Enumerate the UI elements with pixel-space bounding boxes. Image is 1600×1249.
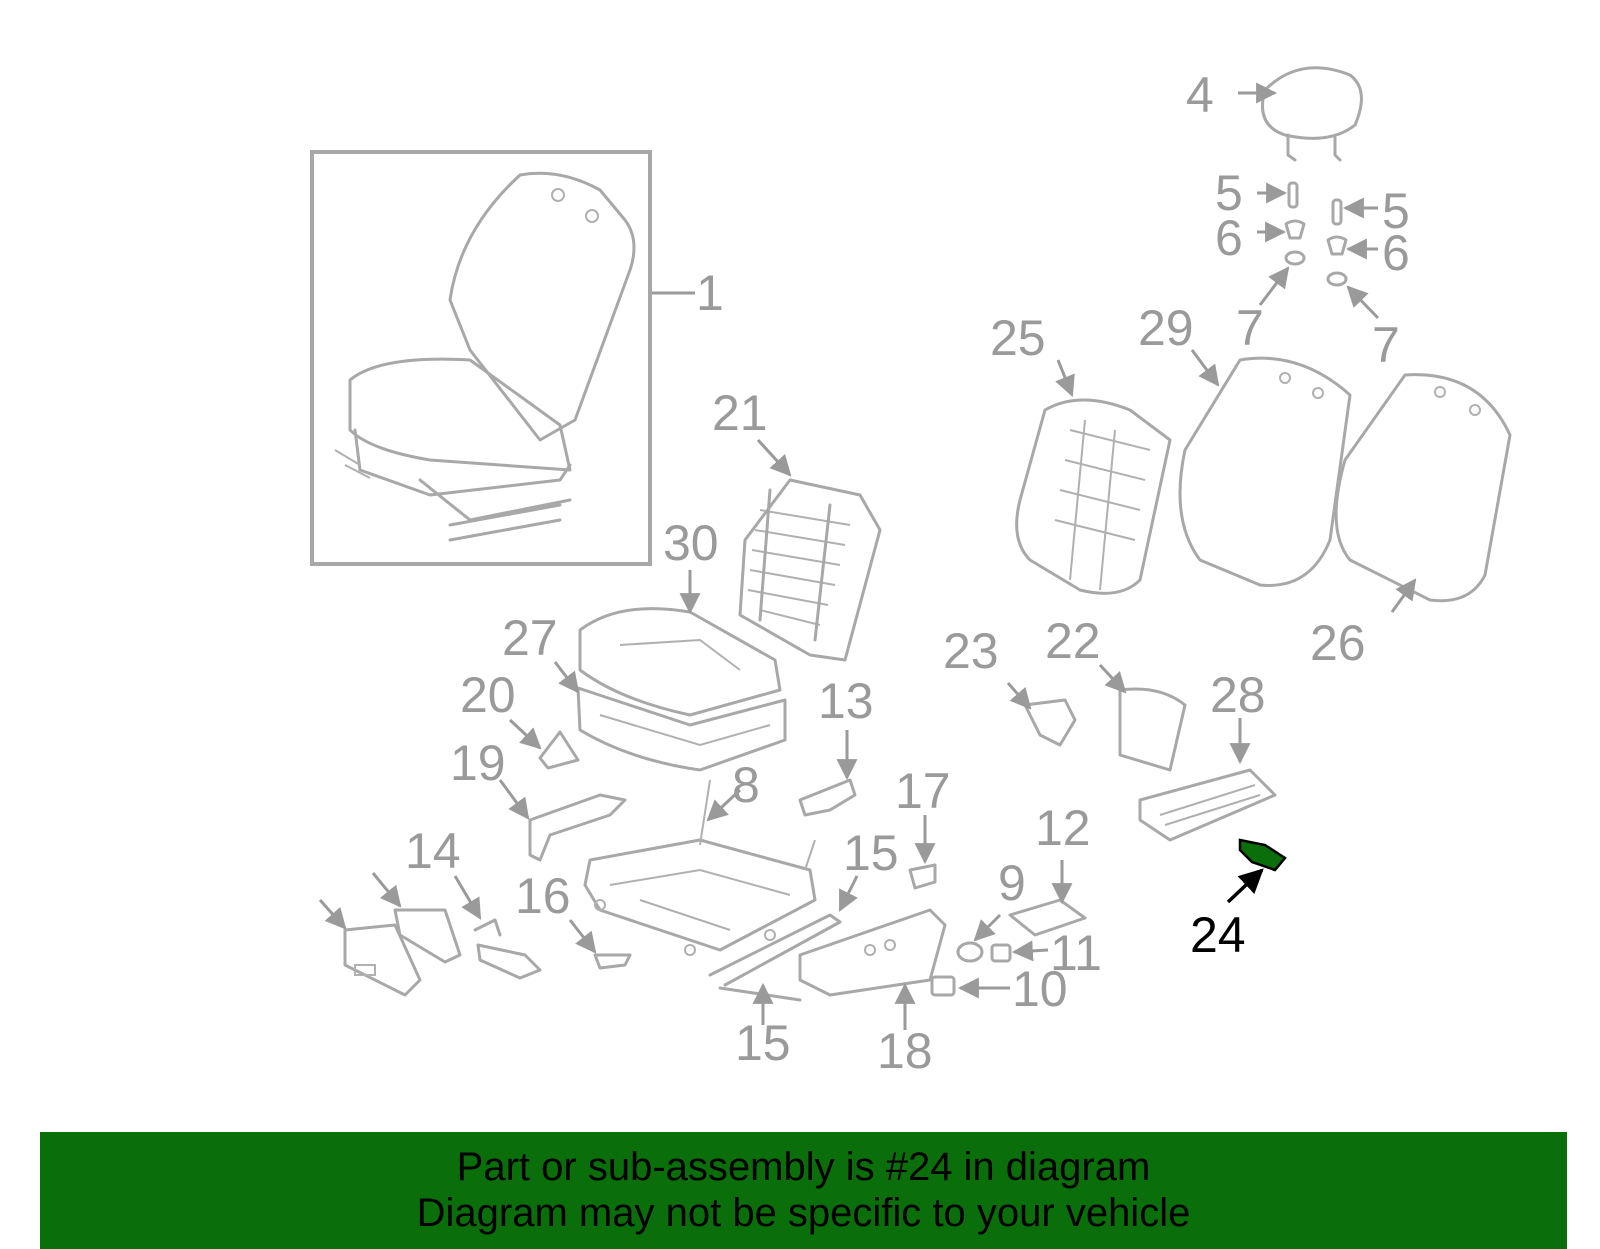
callout-30: 30 (663, 515, 719, 571)
callout-19: 19 (450, 735, 506, 791)
callout-5-left: 5 (1215, 165, 1243, 221)
callout-7-left: 7 (1236, 300, 1264, 356)
part-4-headrest[interactable] (1261, 66, 1363, 162)
callout-28: 28 (1210, 667, 1266, 723)
part-26-back-cover[interactable] (1334, 373, 1512, 603)
part-6-bushing[interactable] (1284, 219, 1348, 256)
part-5-guide[interactable] (1287, 181, 1343, 226)
callout-1: 1 (696, 265, 724, 321)
callout-9: 9 (998, 855, 1026, 911)
callout-15-upper: 15 (843, 825, 899, 881)
part-16-link[interactable] (593, 953, 632, 970)
part-9-knob[interactable] (956, 941, 984, 963)
part-22-pocket[interactable] (1118, 687, 1187, 772)
part-12-pad[interactable] (1008, 898, 1087, 937)
part-8-seat-frame[interactable] (583, 779, 817, 956)
callout-7-right: 7 (1372, 317, 1400, 373)
part-3-knob-cover[interactable] (393, 908, 462, 964)
part-10-knob[interactable] (930, 975, 956, 997)
callout-10: 10 (1012, 961, 1068, 1017)
part-24-highlighted[interactable] (1238, 838, 1287, 872)
callout-6-right: 6 (1382, 225, 1410, 281)
callout-8: 8 (732, 757, 760, 813)
callout-11: 11 (1050, 925, 1102, 981)
part-17-clip[interactable] (908, 863, 937, 890)
banner-line-disclaimer: Diagram may not be specific to your vehi… (416, 1191, 1191, 1235)
callout-26: 26 (1310, 615, 1366, 671)
callout-16: 16 (515, 868, 571, 924)
callout-25: 25 (990, 310, 1046, 366)
callout-23: 23 (943, 623, 999, 679)
info-banner: Part or sub-assembly is #24 in diagram D… (40, 1132, 1567, 1249)
part-23-bracket[interactable] (1023, 698, 1077, 747)
callout-13: 13 (818, 673, 874, 729)
callout-6-left: 6 (1215, 210, 1243, 266)
banner-line-part: Part or sub-assembly is #24 in diagram (456, 1145, 1151, 1189)
part-21-back-frame[interactable] (738, 478, 882, 662)
part-11-knob[interactable] (990, 943, 1012, 963)
callout-5-right: 5 (1382, 183, 1410, 239)
callout-27: 27 (502, 610, 558, 666)
callout-14: 14 (405, 823, 461, 879)
callout-4: 4 (1186, 67, 1214, 123)
part-7-washer[interactable] (1284, 250, 1348, 287)
part-20-cover[interactable] (538, 730, 580, 770)
callout-17: 17 (895, 763, 951, 819)
callout-12: 12 (1035, 800, 1091, 856)
callout-24-highlighted: 24 (1190, 907, 1246, 963)
part-27-cushion-pad[interactable] (576, 686, 787, 772)
callout-labels: 1 4 5 5 6 6 7 7 8 9 10 11 12 13 14 15 15… (405, 67, 1410, 1079)
leader-lines (318, 82, 1417, 1030)
callout-20: 20 (460, 667, 516, 723)
part-1-seat-assembly[interactable] (310, 150, 652, 566)
callout-29: 29 (1138, 300, 1194, 356)
part-15-rail[interactable] (708, 913, 842, 1002)
part-30-cushion-cover[interactable] (578, 607, 782, 717)
part-18-outer-shield[interactable] (798, 908, 947, 997)
callout-18: 18 (877, 1023, 933, 1079)
part-28-heater[interactable] (1138, 768, 1277, 842)
part-25-back-pad-frame[interactable] (1015, 398, 1172, 595)
part-14-motor[interactable] (473, 918, 542, 980)
part-2-side-cover[interactable] (343, 923, 422, 997)
part-13-bracket[interactable] (798, 778, 857, 817)
callout-22: 22 (1045, 613, 1101, 669)
callout-21: 21 (712, 385, 768, 441)
callout-15-lower: 15 (735, 1015, 791, 1071)
part-29-back-pad[interactable] (1178, 356, 1352, 587)
part-19-trim[interactable] (528, 793, 627, 862)
